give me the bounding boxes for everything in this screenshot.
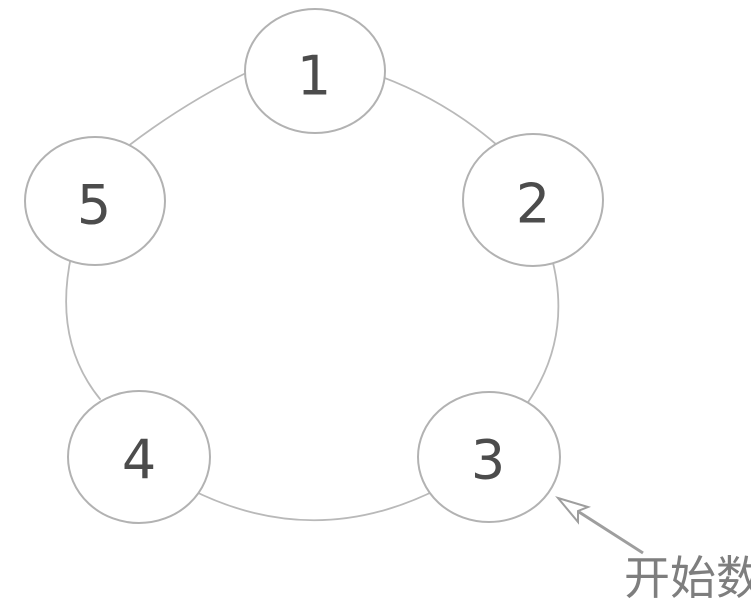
node-3-label: 3 (471, 428, 505, 491)
annotation-arrow (555, 496, 644, 555)
ring-arc-3-4 (189, 487, 441, 522)
node-4-circle (67, 390, 211, 524)
node-1: 1 (244, 8, 386, 134)
node-2-circle (462, 133, 604, 267)
ring-nodes: 1 2 3 4 5 (24, 8, 604, 524)
arrow-head-icon (555, 496, 592, 525)
annotation-start-count-label: 开始数 (624, 551, 751, 603)
ring-arcs (65, 70, 560, 522)
node-5-label: 5 (77, 173, 111, 236)
node-3-circle (417, 391, 561, 523)
ring-arc-2-3 (520, 254, 560, 413)
node-2-label: 2 (516, 172, 550, 235)
node-2: 2 (462, 133, 604, 267)
node-1-label: 1 (297, 44, 331, 107)
node-5-circle (24, 136, 166, 266)
node-4: 4 (67, 390, 211, 524)
ring-arc-5-1 (122, 70, 251, 151)
node-5: 5 (24, 136, 166, 266)
ring-arc-1-2 (370, 72, 507, 154)
node-3: 3 (417, 391, 561, 523)
node-1-circle (244, 8, 386, 134)
arrow-shaft (578, 510, 644, 555)
node-4-label: 4 (122, 428, 156, 491)
ring-arc-4-5 (65, 251, 101, 400)
